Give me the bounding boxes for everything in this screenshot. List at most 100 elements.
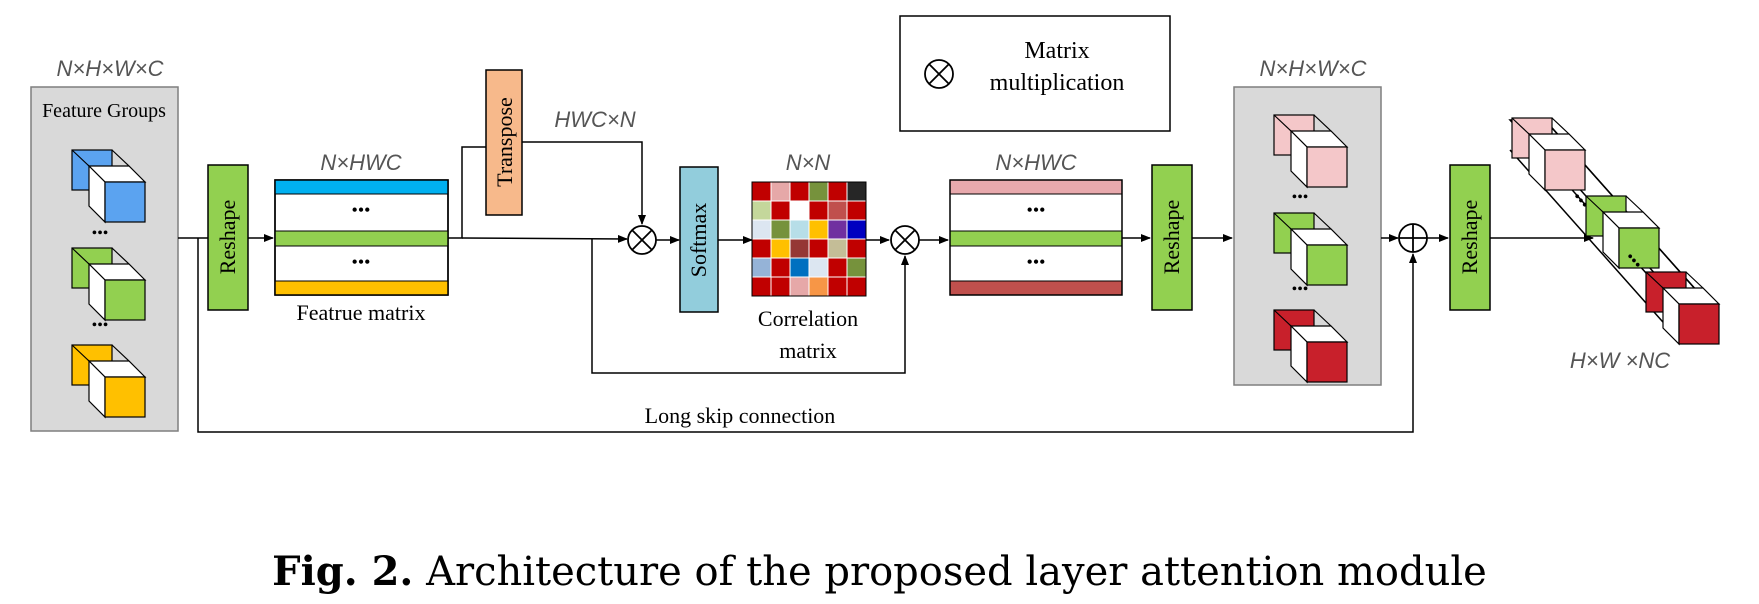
correlation-matrix	[751, 181, 867, 297]
connector-to-transpose	[448, 146, 486, 239]
dots-output-1: •••	[1292, 189, 1309, 206]
legend-text-2: multiplication	[990, 70, 1125, 96]
correlation-cell-2-3	[808, 219, 829, 240]
multiply-operator-2	[890, 225, 920, 255]
dots-input-2: •••	[92, 317, 109, 334]
correlation-cell-0-4	[827, 181, 848, 202]
reshape-label-2: Reshape	[1159, 200, 1184, 275]
connector-matrix-skip	[591, 239, 909, 374]
cube-red-front	[1289, 324, 1349, 384]
correlation-cell-5-2	[789, 276, 810, 297]
cube-pink-front	[1289, 129, 1349, 189]
correlation-cell-1-1	[770, 200, 791, 221]
correlation-cell-1-4	[827, 200, 848, 221]
correlation-cell-3-1	[770, 238, 791, 259]
transpose-dim: HWC×N	[554, 107, 635, 132]
legend-text-1: Matrix	[1024, 38, 1089, 64]
reshape-label-1: Reshape	[215, 200, 240, 275]
feature-groups-label: Feature Groups	[42, 100, 166, 122]
reshape-block-1	[207, 164, 249, 311]
correlation-cell-4-3	[808, 257, 829, 278]
correlation-cell-2-2	[789, 219, 810, 240]
add-operator	[1398, 223, 1428, 253]
legend-multiply-icon	[924, 59, 954, 89]
cube-green-group-2	[1273, 212, 1349, 287]
figure-caption: Fig. 2. Architecture of the proposed lay…	[0, 548, 1759, 595]
correlation-cell-2-5	[846, 219, 867, 240]
attended-row-red	[950, 281, 1122, 295]
output-cube-green-front	[1601, 210, 1661, 270]
feature-matrix-dots-1: •••	[352, 200, 371, 220]
correlation-cell-4-4	[827, 257, 848, 278]
reshape-block-3	[1449, 164, 1491, 311]
feature-matrix-dots-2: •••	[352, 252, 371, 272]
feature-row-green	[275, 231, 448, 246]
correlation-cell-3-5	[846, 238, 867, 259]
correlation-cell-1-5	[846, 200, 867, 221]
long-skip-connection	[197, 238, 1417, 433]
correlation-cell-4-0	[751, 257, 772, 278]
correlation-cell-1-0	[751, 200, 772, 221]
softmax-label: Softmax	[686, 203, 711, 278]
correlation-dim: N×N	[786, 150, 831, 175]
correlation-cell-4-5	[846, 257, 867, 278]
correlation-cell-0-0	[751, 181, 772, 202]
correlation-cell-5-1	[770, 276, 791, 297]
reshaped-groups-dim: N×H×W×C	[1260, 56, 1367, 81]
cube-yellow-group	[71, 344, 147, 419]
correlation-cell-5-5	[846, 276, 867, 297]
correlation-cell-4-1	[770, 257, 791, 278]
correlation-cell-3-4	[827, 238, 848, 259]
reshape-block-2	[1151, 164, 1193, 311]
attended-row-green	[950, 231, 1122, 246]
correlation-cell-0-1	[770, 181, 791, 202]
correlation-cell-1-2	[789, 200, 810, 221]
correlation-cell-3-3	[808, 238, 829, 259]
correlation-cell-5-4	[827, 276, 848, 297]
cube-green-front	[87, 262, 147, 322]
attended-matrix-dots-2: •••	[1027, 252, 1046, 272]
correlation-cell-5-0	[751, 276, 772, 297]
correlation-cell-5-3	[808, 276, 829, 297]
caption-prefix: Fig. 2.	[272, 548, 414, 595]
feature-row-yellow	[275, 281, 448, 295]
dots-input-1: •••	[92, 225, 109, 242]
correlation-cell-0-2	[789, 181, 810, 202]
transpose-block	[485, 69, 523, 216]
correlation-cell-0-5	[846, 181, 867, 202]
caption-text: Architecture of the proposed layer atten…	[426, 549, 1487, 595]
dots-output-2: •••	[1292, 281, 1309, 298]
feature-matrix-dim: N×HWC	[320, 150, 401, 175]
cube-green-group	[71, 247, 147, 322]
attended-matrix-dim: N×HWC	[995, 150, 1076, 175]
softmax-block	[679, 166, 719, 313]
correlation-cell-2-4	[827, 219, 848, 240]
correlation-cell-0-3	[808, 181, 829, 202]
output-cube-red-front	[1661, 286, 1721, 346]
cube-green-output-front	[1289, 227, 1349, 287]
feature-row-blue	[275, 180, 448, 194]
input-dim-label: N×H×W×C	[57, 56, 164, 81]
output-dim: H×W ×NC	[1570, 348, 1670, 373]
long-skip-label: Long skip connection	[645, 403, 836, 428]
correlation-cell-3-2	[789, 238, 810, 259]
correlation-cell-2-1	[770, 219, 791, 240]
correlation-label-2: matrix	[779, 338, 836, 363]
attended-matrix-dots-1: •••	[1027, 200, 1046, 220]
correlation-cell-3-0	[751, 238, 772, 259]
correlation-cell-1-3	[808, 200, 829, 221]
cube-blue-group	[71, 149, 147, 224]
transpose-label: Transpose	[492, 97, 517, 187]
cube-red-group	[1273, 309, 1349, 384]
connector-transpose-to-mult	[522, 141, 646, 225]
correlation-cell-4-2	[789, 257, 810, 278]
multiply-operator-1	[627, 225, 657, 255]
output-cube-pink-front	[1527, 132, 1587, 192]
attended-row-pink	[950, 180, 1122, 194]
cube-pink-group	[1273, 114, 1349, 189]
cube-blue-front	[87, 164, 147, 224]
correlation-cell-2-0	[751, 219, 772, 240]
connector-matrix-to-mult	[461, 234, 628, 243]
reshape-label-3: Reshape	[1457, 200, 1482, 275]
